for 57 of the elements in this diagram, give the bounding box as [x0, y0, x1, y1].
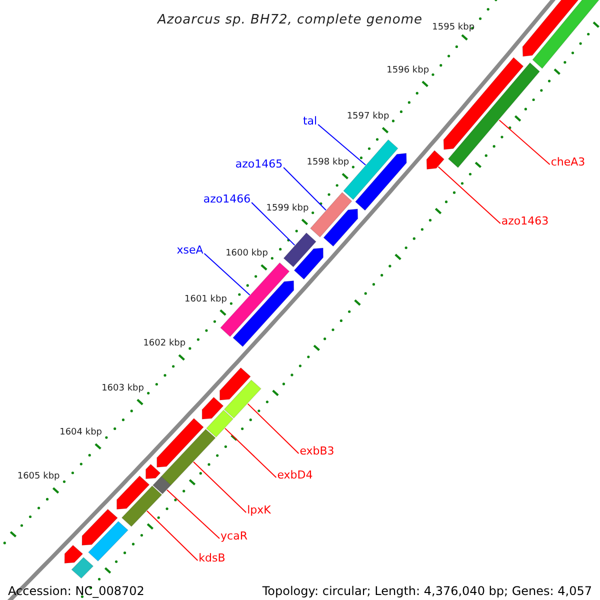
gene-block: [354, 152, 407, 211]
leader-line: [224, 428, 277, 478]
leader-line: [146, 510, 198, 561]
gene-block: [121, 485, 162, 527]
scale-label: 1600 kbp: [226, 250, 268, 259]
scale-label: 1597 kbp: [346, 112, 390, 122]
gene-block: [116, 475, 150, 510]
gene-block: [232, 280, 294, 348]
gene-label: cheA3: [550, 156, 586, 168]
gene-block: [310, 192, 352, 238]
gene-block: [224, 380, 262, 419]
scale-label: 1602 kbp: [143, 340, 186, 349]
scale-label: 1605 kbp: [17, 472, 60, 482]
gene-label: kdsB: [198, 552, 226, 564]
leader-line: [247, 403, 300, 454]
gene-block: [88, 520, 128, 562]
leader-line: [193, 461, 247, 513]
accession-text: Accession: NC_008702: [8, 585, 144, 597]
gene-block: [152, 476, 172, 494]
scale-label: 1596 kbp: [386, 66, 430, 76]
gene-label: exbD4: [277, 470, 313, 480]
gene-label: tal: [302, 116, 318, 126]
leader-line: [318, 124, 366, 166]
gene-block: [283, 232, 316, 268]
leader-line: [438, 166, 501, 224]
gene-block: [323, 208, 358, 247]
gene-label: lpxK: [247, 504, 271, 516]
leader-line: [498, 120, 550, 165]
scale-label: 1599 kbp: [266, 204, 309, 214]
gene-label: azo1465: [235, 158, 283, 170]
gene-label: azo1463: [501, 216, 549, 226]
gene-block: [220, 367, 251, 400]
gene-block: [448, 62, 540, 168]
gene-block: [426, 150, 445, 170]
gene-block: [443, 57, 524, 150]
gene-label: ycaR: [220, 530, 248, 542]
scale-label: 1604 kbp: [60, 428, 102, 438]
gene-label: azo1466: [203, 194, 251, 204]
gene-label: xseA: [176, 244, 204, 256]
leader-line: [204, 253, 250, 296]
gene-block: [64, 544, 84, 564]
gene-block: [156, 418, 204, 468]
gene-block: [532, 0, 600, 69]
gene-block: [294, 248, 324, 280]
scale-label: 1598 kbp: [306, 158, 350, 168]
scale-label: 1601 kbp: [184, 295, 227, 304]
gene-block: [82, 508, 118, 546]
map-title: Azoarcus sp. BH72, complete genome: [157, 14, 423, 26]
leader-line: [251, 202, 296, 246]
scale-label: 1603 kbp: [102, 384, 144, 394]
scale-label: 1595 kbp: [432, 24, 475, 33]
genome-stats-text: Topology: circular; Length: 4,376,040 bp; Genes: 4,057: [262, 585, 592, 597]
gene-block: [206, 410, 234, 438]
gene-block: [71, 556, 94, 579]
gene-label: exbB3: [300, 446, 334, 456]
leader-line: [166, 489, 220, 539]
gene-block: [160, 428, 216, 486]
